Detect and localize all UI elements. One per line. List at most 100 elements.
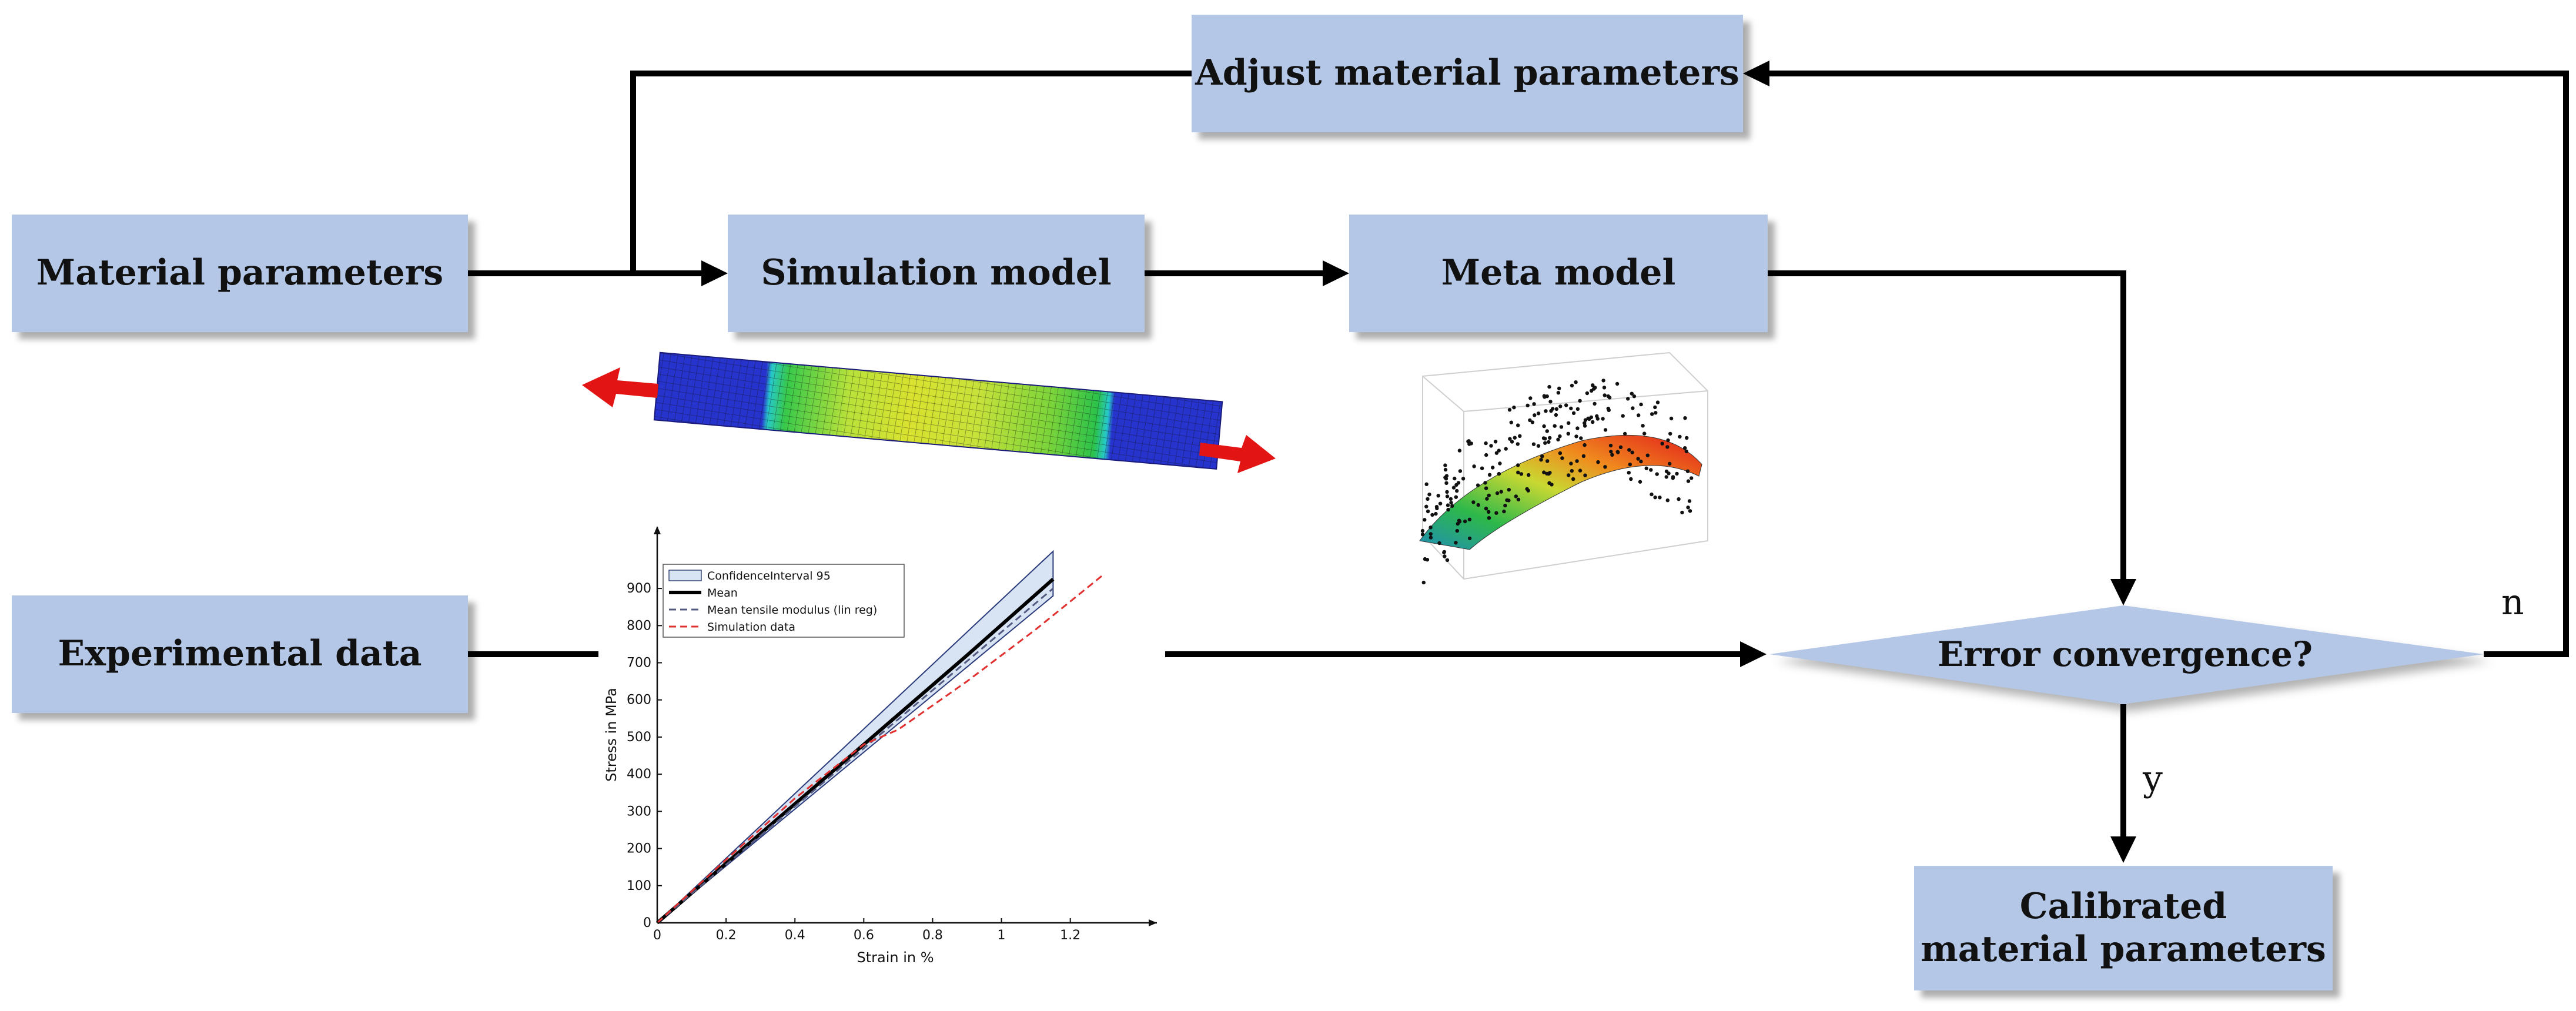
right-load-arrow	[1199, 435, 1276, 473]
sample-point	[1601, 417, 1605, 421]
sample-point	[1549, 409, 1553, 413]
sample-point	[1637, 413, 1641, 417]
sample-point	[1445, 558, 1450, 563]
y-axis-arrow	[654, 526, 661, 534]
sample-point	[1545, 471, 1549, 476]
x-tick-label: 0.6	[854, 928, 874, 943]
experimental-data-label: Experimental data	[58, 633, 422, 675]
sample-point	[1545, 459, 1550, 463]
sample-point	[1427, 493, 1431, 497]
experimental-data-box: Experimental data	[12, 595, 468, 713]
sample-point	[1455, 488, 1459, 493]
series-modulus-line	[657, 587, 1054, 924]
no-branch-label: n	[2501, 582, 2524, 623]
sample-point	[1658, 496, 1662, 500]
sample-point	[1583, 473, 1587, 477]
sample-point	[1593, 401, 1597, 406]
sample-point	[1686, 479, 1691, 483]
sample-point	[1556, 391, 1561, 395]
adjust-parameters-box: Adjust material parameters	[1192, 15, 1743, 132]
calibrated-line1: Calibrated	[2019, 885, 2227, 927]
sample-point	[1484, 453, 1488, 457]
sample-point	[1558, 404, 1563, 409]
sample-point	[1660, 441, 1664, 446]
sample-point	[1583, 418, 1588, 422]
sample-point	[1518, 434, 1522, 438]
left-load-arrow	[582, 367, 658, 407]
sample-point	[1509, 420, 1513, 424]
sample-point	[1665, 498, 1670, 503]
sample-point	[1558, 451, 1563, 456]
y-tick-label: 900	[627, 581, 651, 596]
sample-point	[1668, 461, 1672, 466]
sample-point	[1567, 473, 1571, 477]
sample-point	[1554, 413, 1558, 417]
sample-point	[1455, 528, 1459, 533]
sample-point	[1428, 532, 1433, 536]
sample-point	[1570, 383, 1574, 388]
yes-branch-label: y	[2143, 758, 2163, 799]
sample-point	[1655, 400, 1660, 404]
sample-point	[1664, 475, 1668, 479]
sample-point	[1449, 501, 1453, 505]
sample-point	[1683, 416, 1687, 420]
sample-point	[1685, 469, 1690, 473]
sample-point	[1575, 426, 1580, 430]
sample-point	[1519, 472, 1524, 476]
sample-point	[1497, 471, 1501, 476]
calibrated-parameters-box: Calibrated material parameters	[1914, 866, 2333, 990]
sample-point	[1654, 411, 1658, 415]
sample-point	[1558, 434, 1562, 438]
sample-point	[1548, 400, 1553, 404]
sample-point	[1678, 434, 1682, 439]
sample-point	[1487, 510, 1491, 514]
sample-point	[1680, 510, 1684, 515]
sample-point	[1504, 447, 1508, 451]
y-tick-label: 300	[627, 804, 651, 819]
sample-point	[1684, 449, 1689, 454]
sample-point	[1669, 416, 1674, 421]
sample-point	[1615, 450, 1620, 454]
sample-point	[1644, 466, 1648, 470]
sample-point	[1507, 488, 1511, 492]
sample-point	[1445, 494, 1450, 498]
sample-point	[1590, 389, 1594, 393]
sample-point	[1454, 541, 1458, 545]
y-tick-label: 500	[627, 730, 651, 745]
sample-point	[1494, 451, 1499, 455]
sample-point	[1630, 391, 1634, 396]
sample-point	[1510, 440, 1514, 444]
sample-point	[1609, 450, 1613, 454]
sample-point	[1480, 466, 1484, 470]
x-tick-label: 1.2	[1060, 928, 1080, 943]
sample-point	[1610, 453, 1614, 457]
sample-point	[1507, 498, 1511, 503]
sample-point	[1514, 494, 1518, 498]
sample-point	[1508, 437, 1512, 441]
sample-point	[1556, 437, 1560, 441]
decision-diamond	[1769, 605, 2484, 704]
y-tick-label: 100	[627, 879, 651, 893]
sample-point	[1483, 481, 1487, 485]
sample-point	[1567, 421, 1571, 425]
sample-point	[1626, 397, 1630, 401]
sample-point	[1688, 509, 1692, 513]
sample-point	[1542, 424, 1546, 428]
sample-point	[1664, 469, 1669, 474]
sample-point	[1420, 528, 1425, 533]
sample-point	[1569, 406, 1573, 410]
sample-point	[1527, 473, 1531, 477]
arrow-meta-to-decision	[1768, 270, 2126, 585]
sample-point	[1553, 424, 1557, 428]
sample-point	[1421, 580, 1426, 585]
sample-point	[1603, 428, 1608, 432]
sample-point	[1512, 406, 1516, 410]
series-confidence-band	[657, 550, 1054, 923]
sample-point	[1653, 405, 1657, 410]
sample-point	[1621, 414, 1625, 418]
sample-point	[1560, 456, 1564, 460]
sample-point	[1623, 431, 1627, 436]
sample-point	[1603, 393, 1607, 397]
x-tick-label: 0.4	[785, 928, 805, 943]
y-tick-label: 400	[627, 767, 651, 782]
